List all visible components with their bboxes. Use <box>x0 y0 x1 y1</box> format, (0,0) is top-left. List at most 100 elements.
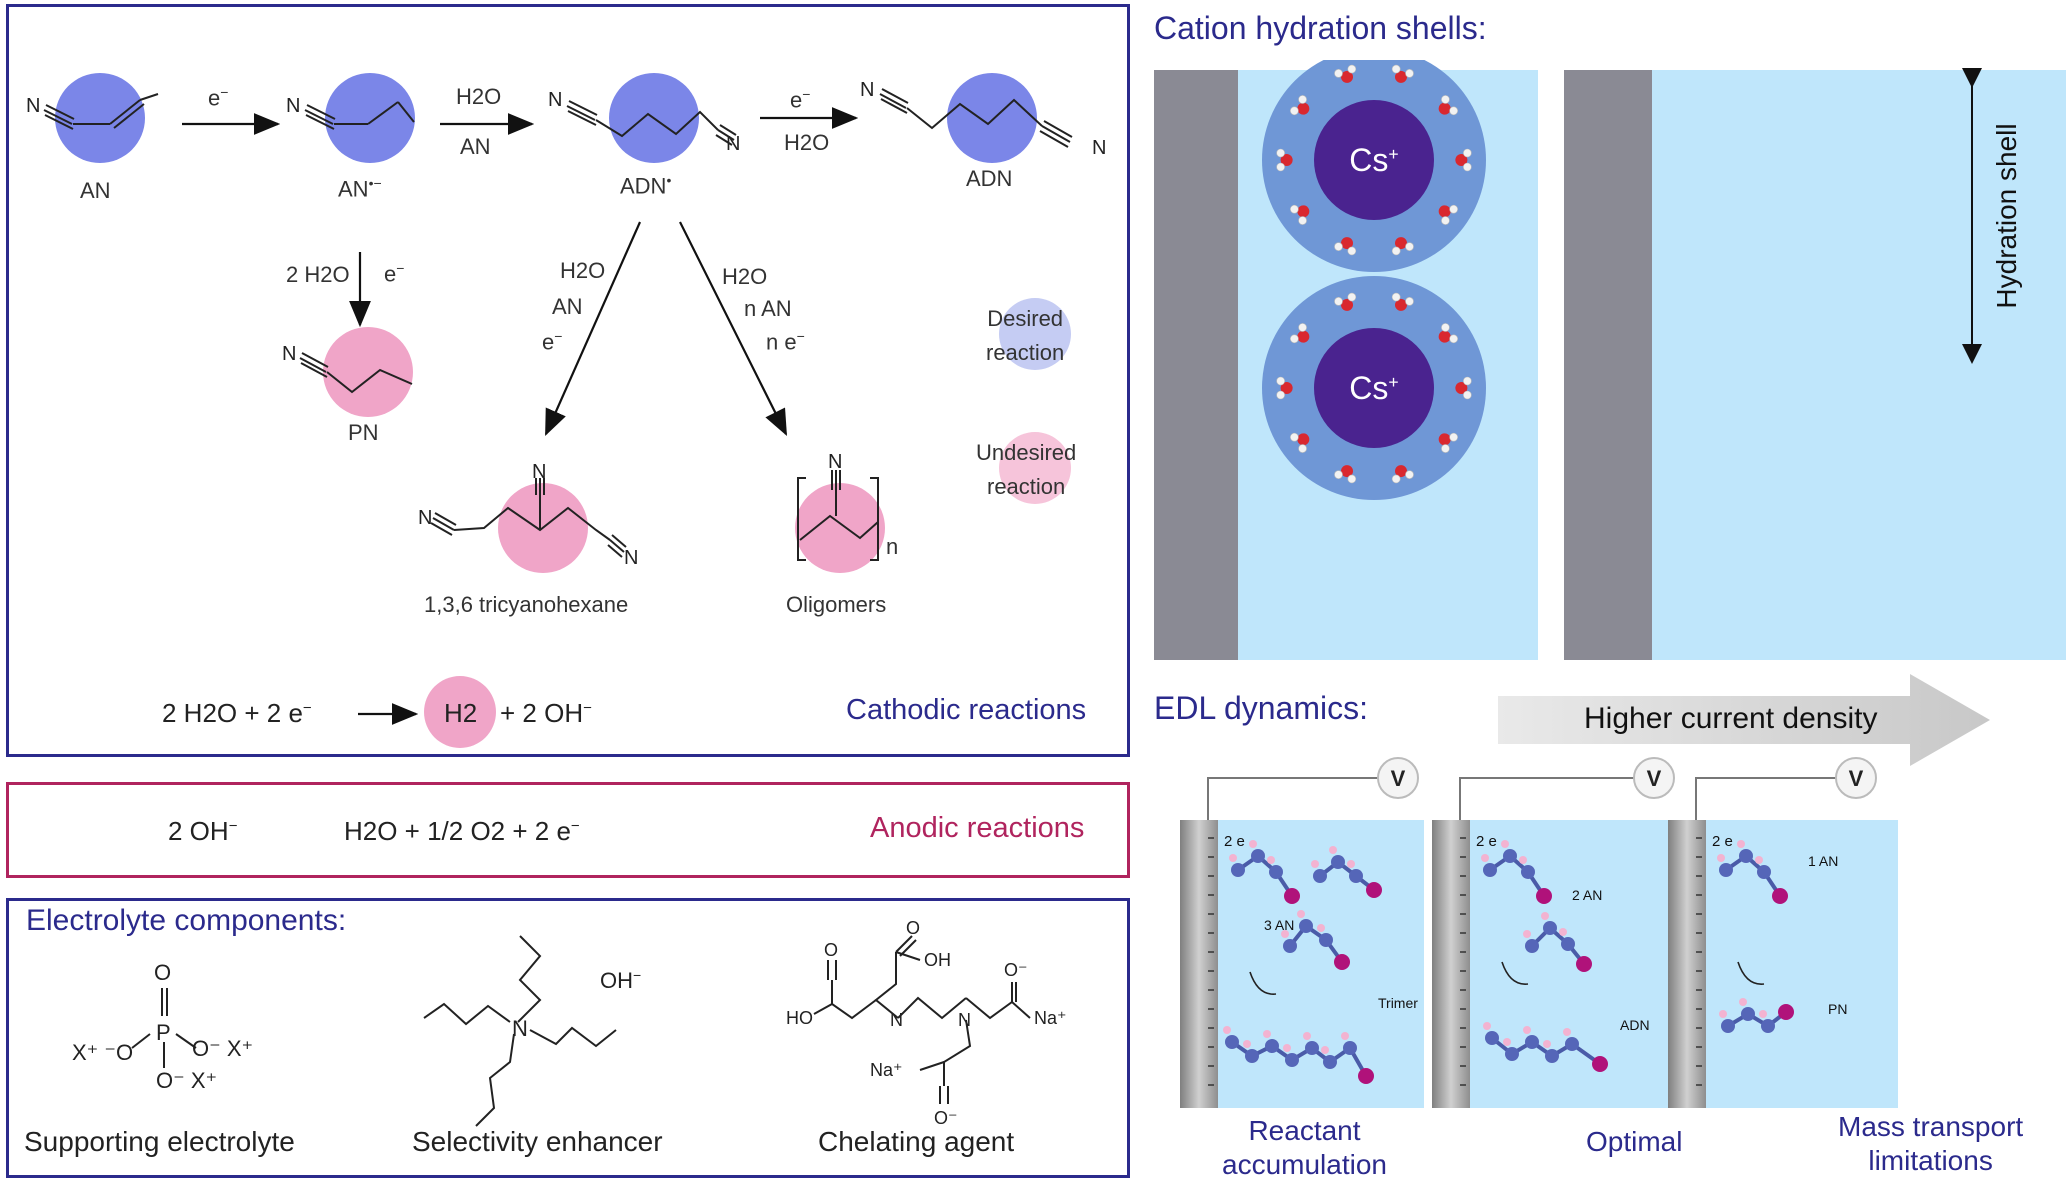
pn-arrow-e: e− <box>384 260 405 287</box>
tba-oh: OH− <box>600 967 641 993</box>
hydration-shell-label: Hydration shell <box>1991 123 2022 308</box>
edta-ho: HO <box>786 1008 813 1028</box>
atom-n: N <box>828 451 842 473</box>
edta-o3: O⁻ <box>1004 960 1028 980</box>
cs-electrolyte <box>1652 70 2066 660</box>
an-count-label: 1 AN <box>1808 853 1838 869</box>
edta-o4: O⁻ <box>934 1108 958 1128</box>
h2-equation-rhs: + 2 OH− <box>500 698 592 728</box>
an-molecule <box>1481 840 1552 904</box>
electron-label: 2 e <box>1476 833 1497 850</box>
tri-arrow-e: e− <box>542 328 563 355</box>
cs-cation-1: Cs+ <box>1262 60 1486 272</box>
voltmeter-icon <box>1377 757 1419 799</box>
edta-n2: N <box>958 1010 971 1030</box>
edta-oh: OH <box>924 950 951 970</box>
cation-core <box>1314 328 1434 448</box>
label-tricyano: 1,3,6 tricyanohexane <box>424 592 629 617</box>
electron-label: 2 e <box>1712 833 1733 850</box>
edl-title: EDL dynamics: <box>1154 690 1368 726</box>
voltmeter-label: V <box>1849 766 1864 791</box>
label-oligomers: Oligomers <box>786 592 887 617</box>
cation-core <box>1314 100 1434 220</box>
desired-legend-circle <box>999 298 1071 370</box>
product-label: Trimer <box>1378 995 1418 1011</box>
label-pn: PN <box>348 420 379 445</box>
edl-electrode <box>1180 820 1218 1108</box>
atom-n: N <box>860 79 874 101</box>
anodic-title: Anodic reactions <box>870 812 1085 844</box>
arrow-to-tricyano <box>544 221 642 437</box>
cs-cation-2: Cs+ <box>1262 276 1486 500</box>
edl-electrode <box>1668 820 1706 1108</box>
phos-bottom: O⁻ X⁺ <box>156 1068 217 1093</box>
atom-n: N <box>1092 137 1106 159</box>
edl-panel-2: V 2 e 2 AN ADN <box>1432 757 1676 1108</box>
desired-circle-an-radical <box>325 73 415 163</box>
phos-right: O⁻ X⁺ <box>192 1036 253 1061</box>
arrow3-h2o: H2O <box>784 130 830 155</box>
an-molecule <box>1281 910 1350 970</box>
an-molecule <box>1311 846 1382 898</box>
arrow2-h2o: H2O <box>456 84 502 109</box>
desired-circle-adn <box>947 73 1037 163</box>
arrow2-an: AN <box>460 134 491 159</box>
electrolyte-structures: O P X⁺ ⁻O O⁻ X⁺ O⁻ X⁺ N OH− N N O OH O H… <box>72 918 1067 1128</box>
atom-n: N <box>418 507 432 529</box>
arrow-to-oligomer <box>679 221 787 436</box>
electrolyte-title: Electrolyte components: <box>26 904 347 937</box>
atom-n: N <box>624 547 638 569</box>
voltmeter-label: V <box>1647 766 1662 791</box>
edl-caption-2: Optimal <box>1586 1126 1683 1157</box>
undesired-circle-oligomer <box>795 483 885 573</box>
cation-title: Cation hydration shells: <box>1154 10 1487 46</box>
edl-electrode <box>1432 820 1470 1108</box>
cathodic-title: Cathodic reactions <box>846 694 1087 726</box>
edta-o2: O <box>824 940 838 960</box>
electrolyte-panel <box>6 898 1130 1178</box>
edta-na2: Na⁺ <box>870 1060 903 1080</box>
undesired-legend-circle <box>999 432 1071 504</box>
atom-n: N <box>286 95 300 117</box>
tri-arrow-h2o: H2O <box>560 258 606 283</box>
cs-electrode <box>1564 70 1652 660</box>
phos-left: X⁺ ⁻O <box>72 1040 133 1065</box>
edta-o1: O <box>906 918 920 938</box>
an-molecule <box>1229 840 1300 904</box>
chelating-agent-label: Chelating agent <box>818 1126 1015 1157</box>
label-adn: ADN <box>966 166 1013 191</box>
an-molecule <box>1523 912 1592 972</box>
atom-n: N <box>282 343 296 365</box>
h2-product: H2 <box>444 698 478 728</box>
arrow1-e: e− <box>208 84 229 111</box>
na-electrode <box>1154 70 1238 660</box>
atom-n: N <box>726 133 740 155</box>
cathodic-scheme: N N N N N N N N N N N <box>26 73 1106 748</box>
desired-circle-an <box>55 73 145 163</box>
tri-arrow-an: AN <box>552 294 583 319</box>
voltmeter-icon <box>1633 757 1675 799</box>
h2-circle <box>424 676 496 748</box>
olig-arrow-h2o: H2O <box>722 264 768 289</box>
anodic-panel <box>6 782 1130 878</box>
an-molecule <box>1717 840 1788 904</box>
atom-n: N <box>532 461 546 483</box>
product-label: ADN <box>1620 1017 1650 1033</box>
voltmeter-icon <box>1835 757 1877 799</box>
phos-o-top: O <box>154 960 171 985</box>
phos-p: P <box>156 1020 171 1045</box>
edl-panel-3: V 2 e 1 AN PN <box>1668 757 1898 1108</box>
trimer-molecule <box>1223 1026 1374 1084</box>
anodic-lhs: 2 OH− <box>168 816 238 846</box>
edta-n1: N <box>890 1010 903 1030</box>
an-count-label: 2 AN <box>1572 887 1602 903</box>
edta-na1: Na⁺ <box>1034 1008 1067 1028</box>
atom-n: N <box>26 95 40 117</box>
pn-arrow-h2o: 2 H2O <box>286 262 350 287</box>
product-label: PN <box>1828 1001 1847 1017</box>
